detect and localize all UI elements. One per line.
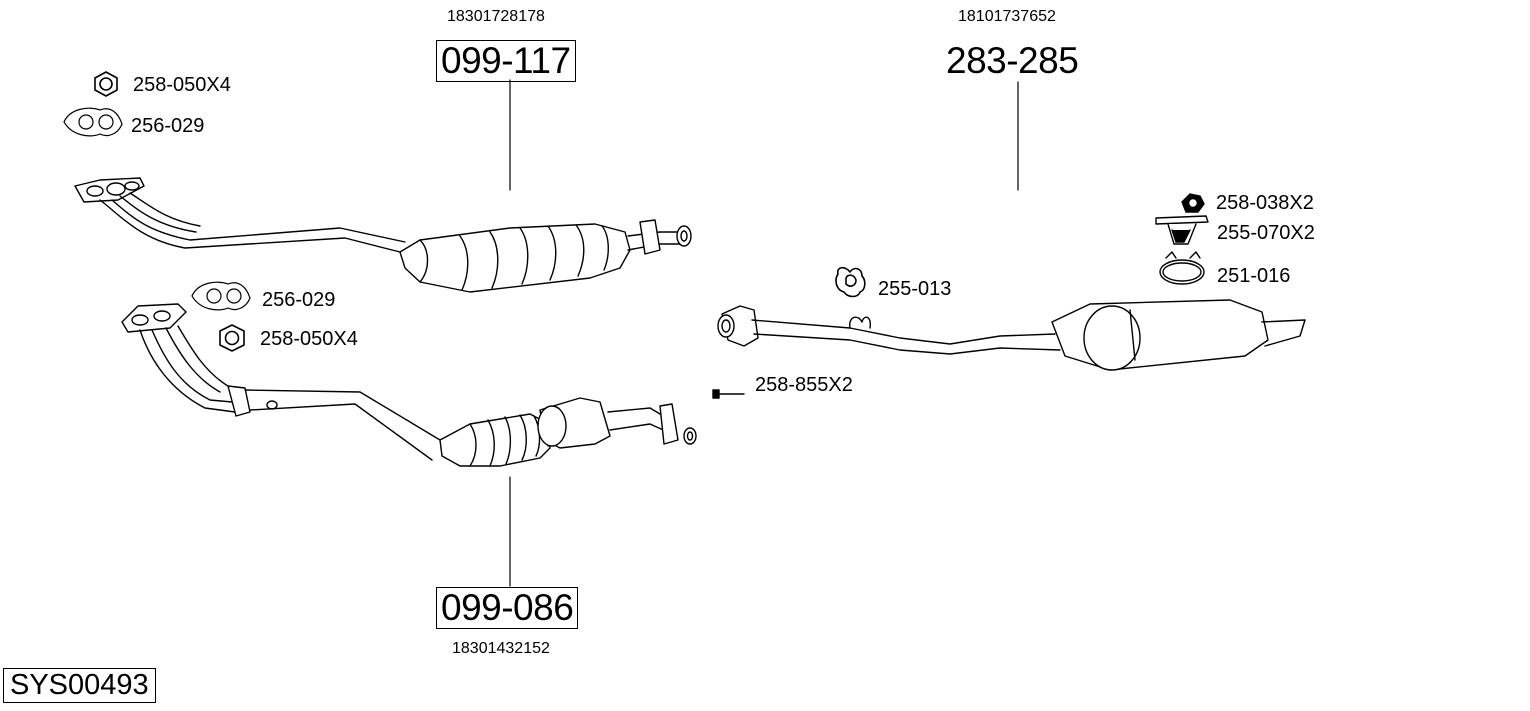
accessory-label: 258-050X4 bbox=[133, 74, 231, 96]
accessory-label: 255-013 bbox=[878, 278, 952, 300]
rubber-mount-icon bbox=[835, 266, 866, 298]
front-pipe-lower-drawing bbox=[121, 303, 697, 467]
hex-nut-icon bbox=[94, 71, 118, 97]
accessory-label: 258-038X2 bbox=[1216, 192, 1314, 214]
clamp-ring-icon bbox=[1159, 251, 1205, 285]
accessory-label: 256-029 bbox=[131, 115, 205, 137]
hex-nut-icon bbox=[219, 324, 245, 352]
part-number-label: 099-086 bbox=[436, 587, 579, 629]
accessory-label: 251-016 bbox=[1217, 265, 1291, 287]
accessory-label: 255-070X2 bbox=[1217, 222, 1315, 244]
flange-nut-icon bbox=[1181, 193, 1205, 213]
oem-number-label: 18301728178 bbox=[447, 8, 545, 25]
front-pipe-upper-drawing bbox=[74, 177, 692, 293]
accessory-label: 258-050X4 bbox=[260, 328, 358, 350]
rear-silencer-drawing bbox=[717, 299, 1306, 371]
accessory-label: 258-855X2 bbox=[755, 374, 853, 396]
bolt-icon bbox=[712, 389, 745, 399]
gasket-icon bbox=[191, 281, 251, 311]
part-number-label: 099-117 bbox=[436, 40, 576, 82]
accessory-label: 256-029 bbox=[262, 289, 336, 311]
oem-number-label: 18301432152 bbox=[452, 640, 550, 657]
hanger-bracket-icon bbox=[1155, 215, 1209, 245]
part-number-label: 283-285 bbox=[946, 40, 1079, 81]
oem-number-label: 18101737652 bbox=[958, 8, 1056, 25]
system-code-label: SYS00493 bbox=[3, 668, 156, 703]
gasket-icon bbox=[63, 107, 123, 137]
